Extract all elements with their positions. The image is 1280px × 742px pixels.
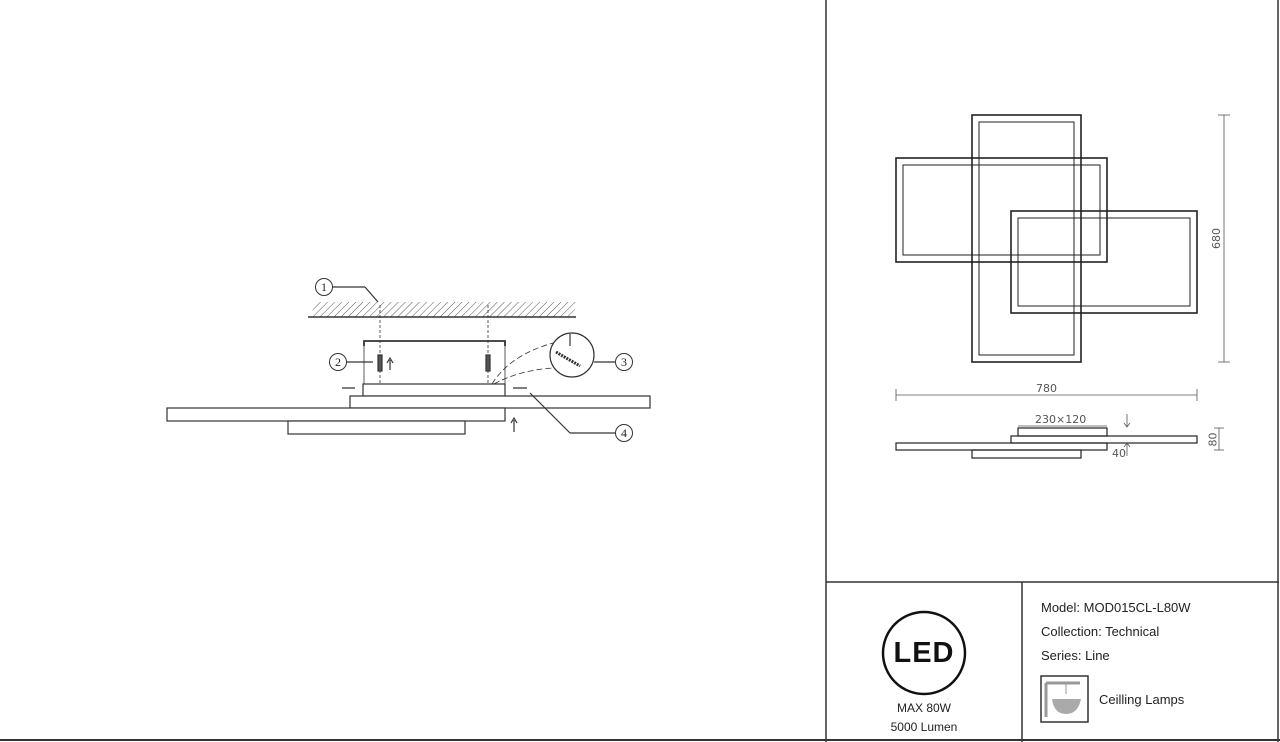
led-badge-circle [881,610,967,696]
callout-1: 1 [315,278,333,296]
side-view [895,414,1224,459]
max-power: MAX 80W [896,701,951,715]
installation-diagram [166,286,651,435]
dimension-depth-small: 40 [1112,447,1126,460]
top-view [895,114,1230,401]
dimension-mount: 230×120 [1035,413,1087,426]
callout-2: 2 [329,353,347,371]
led-logo: LED [893,637,955,669]
dimension-height: 680 [1210,228,1223,249]
dimension-depth-total: 80 [1206,432,1220,447]
callout-3: 3 [615,353,633,371]
callout-4: 4 [615,424,633,442]
spec-model: Model: MOD015CL-L80W [1041,600,1191,615]
ceiling-lamp-icon [1040,675,1089,723]
spec-category: Ceilling Lamps [1099,692,1185,707]
dimension-width: 780 [1036,382,1057,395]
spec-series: Series: Line [1041,648,1110,663]
spec-collection: Collection: Technical [1041,624,1160,639]
lumen: 5000 Lumen [890,720,958,734]
